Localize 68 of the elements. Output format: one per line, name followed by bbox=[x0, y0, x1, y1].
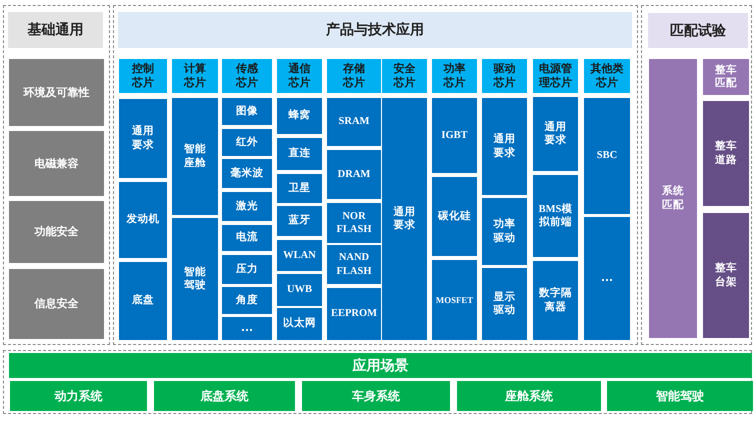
category-box: 毫米波 bbox=[222, 159, 272, 188]
category-box: 底盘 bbox=[119, 262, 167, 340]
category-box: 通用要求 bbox=[382, 98, 427, 340]
category-box: 图像 bbox=[222, 98, 272, 125]
section-header: 产品与技术应用 bbox=[118, 12, 632, 48]
column-header: 电源管理芯片 bbox=[533, 59, 578, 93]
category-box: 发动机 bbox=[119, 182, 167, 258]
category-box: NOR FLASH bbox=[327, 203, 381, 243]
column-header: 驱动芯片 bbox=[482, 59, 527, 93]
category-box: 角度 bbox=[222, 287, 272, 314]
category-box: 通用要求 bbox=[482, 98, 527, 195]
category-box: 直连 bbox=[277, 138, 322, 170]
category-box: 整车道路 bbox=[703, 101, 749, 206]
category-box: 智能座舱 bbox=[172, 98, 218, 215]
column-header: 安全芯片 bbox=[382, 59, 427, 93]
category-box: IGBT bbox=[432, 98, 477, 173]
category-box: EEPROM bbox=[327, 288, 381, 340]
category-box: 动力系统 bbox=[10, 381, 147, 411]
category-box: 座舱系统 bbox=[457, 381, 601, 411]
dashed-section-frame bbox=[641, 5, 752, 345]
category-box: WLAN bbox=[277, 240, 322, 271]
category-box: 以太网 bbox=[277, 308, 322, 340]
category-box: 智能驾驶 bbox=[607, 381, 753, 411]
category-box: 电流 bbox=[222, 225, 272, 251]
category-box: 车身系统 bbox=[302, 381, 450, 411]
column-header: 计算芯片 bbox=[172, 59, 218, 93]
category-box: 数字隔离器 bbox=[533, 261, 578, 340]
category-box: 蜂窝 bbox=[277, 98, 322, 134]
column-header: 控制芯片 bbox=[119, 59, 167, 93]
column-header: 其他类芯片 bbox=[584, 59, 630, 93]
category-box: 电磁兼容 bbox=[9, 131, 104, 196]
category-box: 智能驾驶 bbox=[172, 218, 218, 340]
dashed-section-frame bbox=[3, 350, 752, 414]
category-box: 压力 bbox=[222, 255, 272, 284]
category-box: 通用要求 bbox=[533, 97, 578, 171]
category-box: 整车台架 bbox=[703, 213, 749, 338]
category-box: 激光 bbox=[222, 192, 272, 221]
category-box: 整车匹配 bbox=[703, 59, 749, 95]
category-box: UWB bbox=[277, 274, 322, 306]
category-box: 显示驱动 bbox=[482, 268, 527, 340]
category-box: 功率驱动 bbox=[482, 198, 527, 265]
category-box: NAND FLASH bbox=[327, 245, 381, 284]
category-box: ... bbox=[222, 317, 272, 340]
dashed-section-frame bbox=[3, 5, 110, 345]
column-header: 功率芯片 bbox=[432, 59, 477, 93]
column-header: 存储芯片 bbox=[327, 59, 381, 93]
category-box: MOSFET bbox=[432, 260, 477, 340]
category-box: 通用要求 bbox=[119, 99, 167, 178]
category-box: 红外 bbox=[222, 129, 272, 156]
category-box: 卫星 bbox=[277, 174, 322, 203]
category-box: BMS模拟前端 bbox=[533, 175, 578, 257]
category-box: DRAM bbox=[327, 150, 381, 199]
category-box: 底盘系统 bbox=[154, 381, 295, 411]
category-box: 功能安全 bbox=[9, 201, 104, 263]
category-box: 信息安全 bbox=[9, 269, 104, 339]
column-header: 通信芯片 bbox=[277, 59, 322, 93]
category-box: 环境及可靠性 bbox=[9, 59, 104, 126]
category-box: SBC bbox=[584, 98, 630, 214]
category-box: 系统匹配 bbox=[649, 59, 697, 338]
category-box: 碳化硅 bbox=[432, 177, 477, 256]
category-box: ... bbox=[584, 217, 630, 340]
category-box: 蓝牙 bbox=[277, 206, 322, 236]
dashed-section-frame bbox=[113, 5, 638, 345]
category-box: SRAM bbox=[327, 98, 381, 146]
column-header: 传感芯片 bbox=[222, 59, 272, 93]
section-header: 基础通用 bbox=[8, 12, 103, 48]
section-header: 匹配试验 bbox=[648, 13, 748, 48]
header-bar: 应用场景 bbox=[9, 353, 752, 378]
